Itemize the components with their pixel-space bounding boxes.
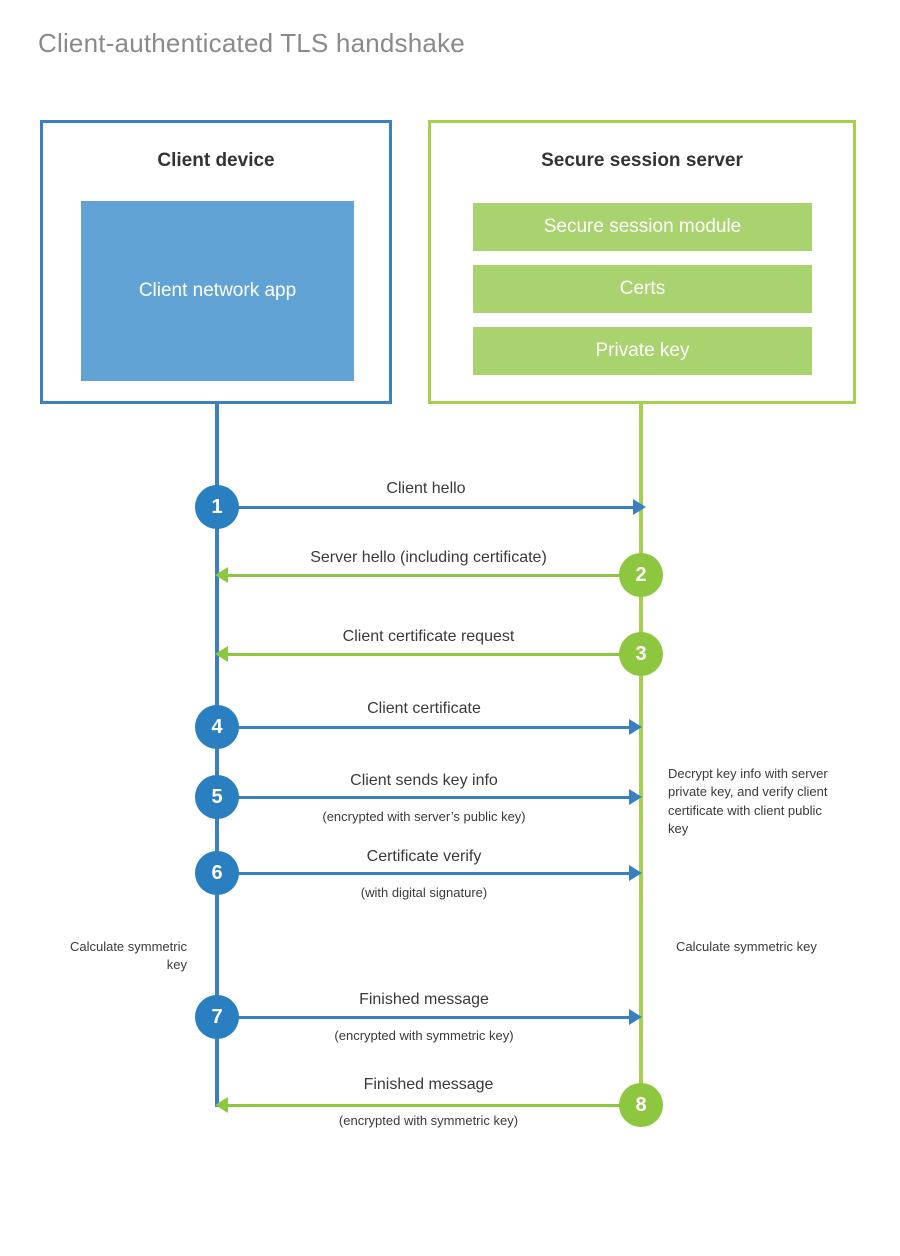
step-circle-6: 6 xyxy=(195,851,239,895)
message-sublabel-step-8: (encrypted with symmetric key) xyxy=(338,1113,519,1128)
message-label-step-2: Server hello (including certificate) xyxy=(310,549,547,566)
arrow-line-step-2 xyxy=(222,574,635,577)
arrow-line-step-6 xyxy=(217,872,631,875)
step-circle-4: 4 xyxy=(195,705,239,749)
arrow-line-step-4 xyxy=(217,726,631,729)
arrow-line-step-7 xyxy=(217,1016,631,1019)
message-label-step-6: Certificate verify xyxy=(366,848,482,865)
step-circle-2: 2 xyxy=(619,553,663,597)
client-network-app-block: Client network app xyxy=(81,201,354,381)
arrow-line-step-3 xyxy=(222,653,635,656)
client-device-title: Client device xyxy=(157,150,275,171)
server-lifeline xyxy=(639,404,643,1105)
page-title: Client-authenticated TLS handshake xyxy=(38,28,465,58)
message-label-step-8: Finished message xyxy=(363,1076,494,1093)
arrow-head-step-4 xyxy=(629,719,642,735)
arrow-head-step-5 xyxy=(629,789,642,805)
arrow-head-step-2 xyxy=(215,567,228,583)
arrow-head-step-8 xyxy=(215,1097,228,1113)
note-server-decrypt: Decrypt key info with server private key… xyxy=(668,766,828,837)
arrow-line-step-8 xyxy=(222,1104,635,1107)
server-bar-secure-session-module: Secure session module xyxy=(473,203,812,251)
message-label-step-1: Client hello xyxy=(386,480,466,497)
note-server-calculate-symmetric-key: Calculate symmetric key xyxy=(676,939,817,954)
step-circle-3: 3 xyxy=(619,632,663,676)
message-sublabel-step-6: (with digital signature) xyxy=(360,885,488,900)
message-sublabel-step-5: (encrypted with server’s public key) xyxy=(322,809,526,824)
arrow-head-step-6 xyxy=(629,865,642,881)
step-circle-5: 5 xyxy=(195,775,239,819)
secure-session-server-title: Secure session server xyxy=(541,150,743,171)
client-device-box: Client device Client network app xyxy=(40,120,392,404)
client-lifeline xyxy=(215,404,219,1107)
arrow-line-step-1 xyxy=(217,506,635,509)
message-sublabel-step-7: (encrypted with symmetric key) xyxy=(334,1028,514,1043)
server-bar-private-key: Private key xyxy=(473,327,812,375)
message-label-step-5: Client sends key info xyxy=(350,772,498,789)
message-label-step-3: Client certificate request xyxy=(342,628,515,645)
arrow-head-step-1 xyxy=(633,499,646,515)
note-client-calculate-symmetric-key: Calculate symmetric key xyxy=(69,939,187,973)
step-circle-1: 1 xyxy=(195,485,239,529)
message-label-step-4: Client certificate xyxy=(367,700,481,717)
arrow-head-step-7 xyxy=(629,1009,642,1025)
server-bar-certs: Certs xyxy=(473,265,812,313)
arrow-head-step-3 xyxy=(215,646,228,662)
secure-session-server-box: Secure session server Secure session mod… xyxy=(428,120,856,404)
step-circle-8: 8 xyxy=(619,1083,663,1127)
arrow-line-step-5 xyxy=(217,796,631,799)
message-label-step-7: Finished message xyxy=(359,991,489,1008)
step-circle-7: 7 xyxy=(195,995,239,1039)
